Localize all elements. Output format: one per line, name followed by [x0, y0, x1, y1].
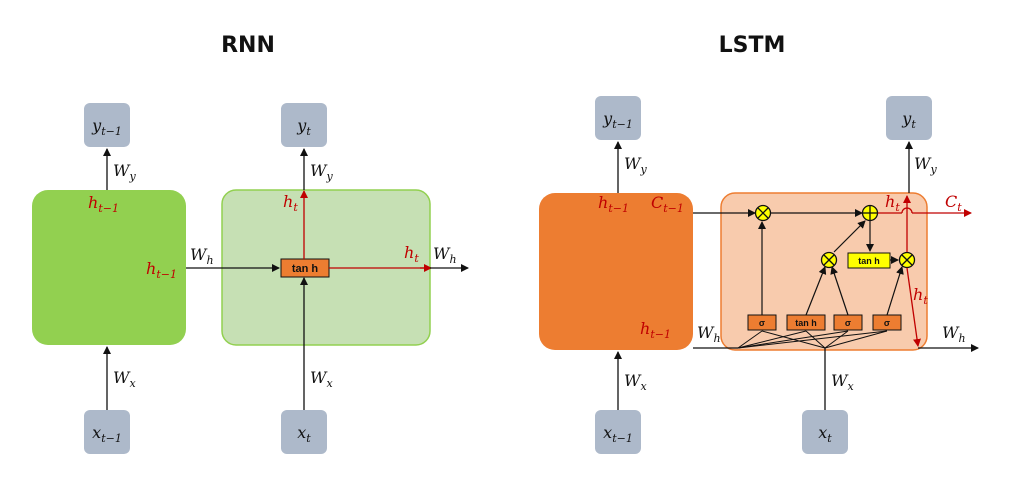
- rnn-prev-input-label: xt−1: [92, 423, 122, 445]
- rnn-prev-output-node: [84, 103, 130, 147]
- lstm-prev-cell: [539, 193, 693, 350]
- rnn-prev-cell: [32, 190, 186, 345]
- lstm-input-multiply-op: [820, 251, 838, 269]
- lstm-wh-in-label: Wh: [697, 323, 721, 345]
- rnn-input-label: xt: [297, 423, 311, 445]
- lstm-ht-down-arrow: [906, 267, 921, 347]
- lstm-input-gate-arrow: [830, 266, 849, 316]
- lstm-output-multiply-op: [898, 251, 916, 269]
- lstm-prev-wy-label: Wy: [624, 154, 647, 176]
- rnn-prev-h-top-label: ht−1: [88, 193, 119, 215]
- lstm-prev-h-side-label: ht−1: [640, 319, 671, 341]
- rnn-input-node: [281, 410, 327, 454]
- lstm-ht-top-label: ht: [885, 192, 900, 214]
- lstm-title: LSTM: [719, 33, 786, 58]
- lstm-prev-input-label: xt−1: [603, 423, 633, 445]
- rnn-prev-input-node: [84, 410, 130, 454]
- lstm-wh-out-label: Wh: [942, 323, 966, 345]
- lstm-forget-gate-label: σ: [759, 318, 765, 328]
- lstm-output-label: yt: [901, 109, 916, 131]
- lstm-output-gate-arrow: [886, 266, 904, 316]
- lstm-output-gate-label: σ: [884, 318, 890, 328]
- rnn-wx-label: Wx: [310, 368, 333, 390]
- lstm-gate-fan: [737, 330, 888, 349]
- lstm-candidate-gate-label: tan h: [795, 318, 817, 328]
- lstm-add-op: [861, 204, 879, 222]
- lstm-prev-h-top-label: ht−1: [598, 193, 629, 215]
- lstm-ht-side-label: ht: [913, 285, 928, 307]
- lstm-wy-label: Wy: [914, 154, 937, 176]
- rnn-title: RNN: [221, 33, 275, 58]
- rnn-prev-output-label: yt−1: [91, 116, 122, 138]
- lstm-input-label: xt: [818, 423, 832, 445]
- rnn-output-node: [281, 103, 327, 147]
- lstm-tanh-label: tan h: [858, 256, 880, 266]
- rnn-prev-h-side-label: ht−1: [146, 259, 177, 281]
- rnn-tanh-label: tan h: [292, 263, 319, 275]
- rnn-wh-in-label: Wh: [190, 245, 214, 267]
- rnn-prev-wx-label: Wx: [113, 368, 136, 390]
- rnn-h-right-label: ht: [404, 243, 419, 265]
- lstm-prev-output-label: yt−1: [602, 109, 633, 131]
- lstm-forget-multiply-op: [754, 204, 772, 222]
- lstm-output-node: [886, 96, 932, 140]
- rnn-wh-out-label: Wh: [433, 244, 457, 266]
- rnn-prev-wy-label: Wy: [113, 161, 136, 183]
- lstm-prev-c-label: Ct−1: [651, 193, 684, 215]
- lstm-mult-to-add-arrow: [833, 220, 866, 253]
- lstm-input-node: [802, 410, 848, 454]
- lstm-wx-label: Wx: [831, 371, 854, 393]
- rnn-output-label: yt: [296, 116, 311, 138]
- lstm-ct-label: Ct: [945, 192, 962, 214]
- lstm-candidate-arrow: [805, 266, 827, 316]
- lstm-prev-wx-label: Wx: [624, 371, 647, 393]
- lstm-diagram: LSTM yt−1 yt xt−1 xt Wy Wx ht−1 Ct−1 ht−…: [539, 33, 979, 454]
- lstm-prev-input-node: [595, 410, 641, 454]
- rnn-h-up-label: ht: [283, 192, 298, 214]
- rnn-diagram: RNN yt−1 yt xt−1 xt Wy Wx ht−1 ht−1 Wh W…: [32, 33, 469, 454]
- lstm-input-gate-label: σ: [845, 318, 851, 328]
- rnn-wy-label: Wy: [310, 161, 333, 183]
- lstm-prev-output-node: [595, 96, 641, 140]
